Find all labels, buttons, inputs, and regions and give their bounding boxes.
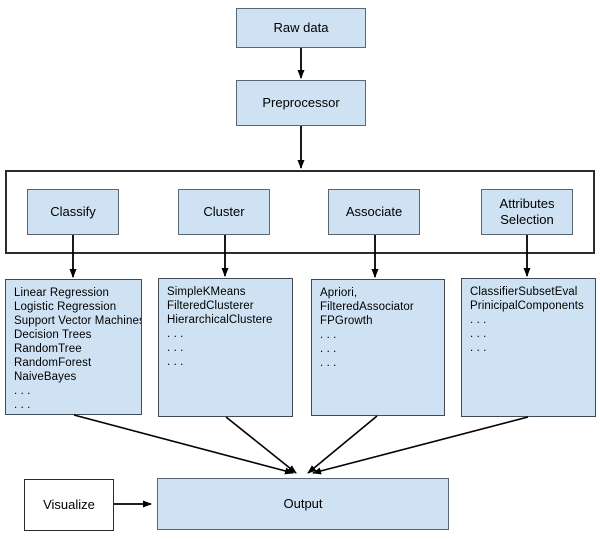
- node-output-label: Output: [283, 496, 323, 512]
- algorithm-item: PrinicipalComponents: [470, 300, 584, 312]
- node-output: Output: [157, 478, 449, 530]
- algorithm-item: . . .: [470, 342, 487, 354]
- node-visualize-label: Visualize: [43, 497, 95, 513]
- arrow-associatelist-to-output: [307, 415, 378, 474]
- algorithm-item: RandomForest: [14, 357, 92, 369]
- node-attributes-selection-label: Attributes Selection: [499, 196, 555, 227]
- algorithm-item: NaiveBayes: [14, 371, 77, 383]
- node-preprocessor: Preprocessor: [236, 80, 366, 126]
- node-associate: Associate: [328, 189, 420, 235]
- algorithm-item: . . .: [167, 342, 184, 354]
- algorithm-item: . . .: [167, 356, 184, 368]
- algorithm-item: . . .: [320, 343, 337, 355]
- node-cluster: Cluster: [178, 189, 270, 235]
- arrow-attributeslist-to-output: [312, 416, 529, 475]
- node-classify-label: Classify: [50, 204, 96, 220]
- algorithm-item: SimpleKMeans: [167, 286, 246, 298]
- node-attributes-selection: Attributes Selection: [481, 189, 573, 235]
- algorithm-item: . . .: [14, 385, 31, 397]
- algorithm-item: . . .: [14, 412, 141, 414]
- algorithm-item: . . .: [167, 328, 184, 340]
- algorithm-item: Apriori,: [320, 287, 358, 299]
- arrow-classifylist-to-output: [73, 414, 294, 475]
- algorithm-item: . . .: [470, 328, 487, 340]
- algorithm-item: FilteredAssociator: [320, 301, 414, 313]
- algorithm-item: . . .: [320, 357, 337, 369]
- algorithm-item: HierarchicalClustere: [167, 314, 273, 326]
- algorithm-item: FilteredClusterer: [167, 300, 254, 312]
- algorithm-item: Linear Regression: [14, 287, 110, 299]
- node-raw-data-label: Raw data: [273, 20, 329, 36]
- algorithm-item: RandomTree: [14, 343, 82, 355]
- node-preprocessor-label: Preprocessor: [262, 95, 340, 111]
- algorithm-item: Logistic Regression: [14, 301, 117, 313]
- algorithm-item: FPGrowth: [320, 315, 373, 327]
- algorithm-item: . . .: [320, 329, 337, 341]
- algorithm-item: ClassifierSubsetEval: [470, 286, 578, 298]
- node-raw-data: Raw data: [236, 8, 366, 48]
- algorithm-item: Support Vector Machines: [14, 315, 142, 327]
- algorithm-item: . . .: [14, 399, 31, 411]
- algorithm-item: Decision Trees: [14, 329, 92, 341]
- algorithm-item: . . .: [470, 314, 487, 326]
- node-visualize: Visualize: [24, 479, 114, 531]
- node-classify: Classify: [27, 189, 119, 235]
- node-associate-label: Associate: [345, 204, 403, 220]
- arrow-clusterlist-to-output: [225, 416, 297, 474]
- node-cluster-label: Cluster: [203, 204, 245, 220]
